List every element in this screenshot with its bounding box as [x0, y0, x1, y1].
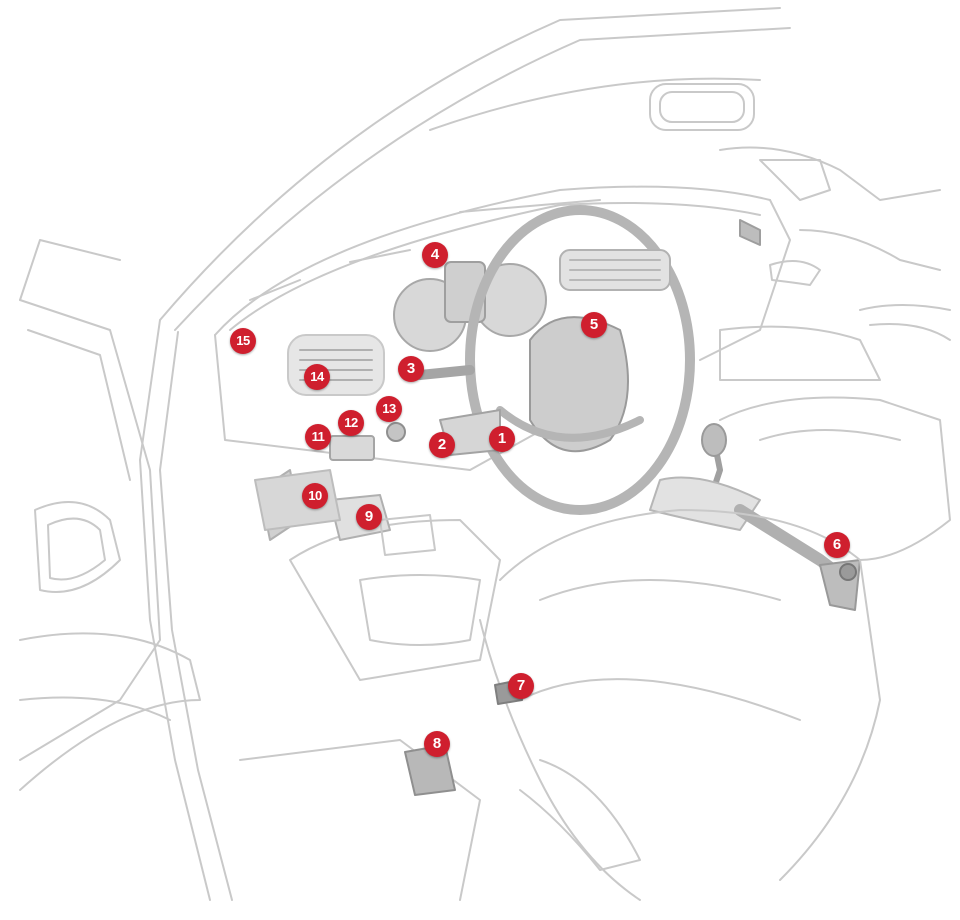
callout-11: 11 [305, 424, 331, 450]
callout-10: 10 [302, 483, 328, 509]
steering-wheel [465, 205, 695, 515]
windshield-frame [159, 7, 781, 321]
callout-6: 6 [824, 532, 850, 558]
a-pillar [139, 319, 211, 901]
left-air-vent [287, 334, 385, 396]
callout-1: 1 [489, 426, 515, 452]
callout-13: 13 [376, 396, 402, 422]
callout-14: 14 [304, 364, 330, 390]
rear-view-mirror [649, 83, 755, 131]
callout-15: 15 [230, 328, 256, 354]
callout-4: 4 [422, 242, 448, 268]
callout-12: 12 [338, 410, 364, 436]
callout-3: 3 [398, 356, 424, 382]
dashboard-top [214, 185, 771, 336]
left-door [19, 299, 161, 761]
passenger-seat [719, 396, 951, 561]
callout-7: 7 [508, 673, 534, 699]
callout-2: 2 [429, 432, 455, 458]
callout-5: 5 [581, 312, 607, 338]
callout-9: 9 [356, 504, 382, 530]
callout-8: 8 [424, 731, 450, 757]
driver-seat [499, 509, 881, 881]
steering-hub [529, 316, 629, 453]
